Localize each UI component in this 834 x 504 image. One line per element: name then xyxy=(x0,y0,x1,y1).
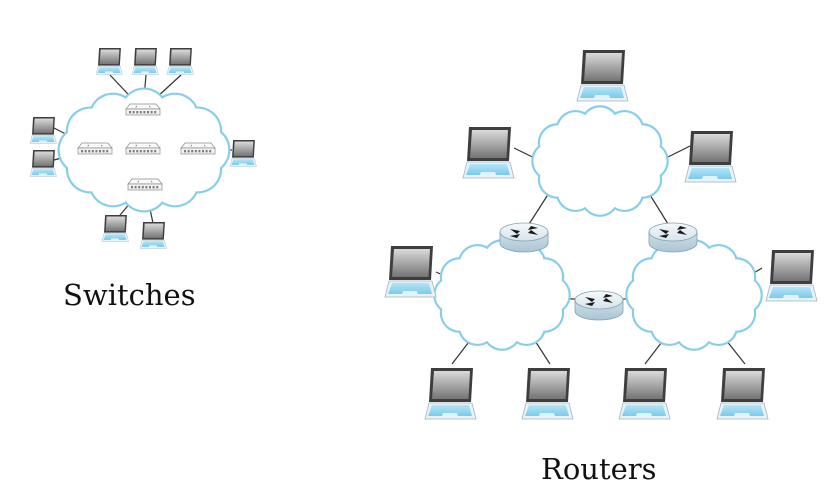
cloud-icon xyxy=(531,105,669,217)
laptop-icon xyxy=(684,131,737,183)
laptop-icon xyxy=(131,48,159,75)
laptop-icon xyxy=(765,250,818,302)
switches-caption: Switches xyxy=(63,278,196,312)
laptop-icon xyxy=(618,368,671,420)
switch-icon xyxy=(125,103,161,116)
laptop-icon xyxy=(139,222,167,249)
laptop-icon xyxy=(521,368,574,420)
router-icon xyxy=(499,222,549,253)
laptop-icon xyxy=(29,150,57,177)
laptop-icon xyxy=(229,140,257,167)
routers-caption: Routers xyxy=(541,452,657,486)
router-icon xyxy=(648,222,698,253)
laptop-icon xyxy=(166,48,194,75)
cloud-icon xyxy=(625,239,763,351)
laptop-icon xyxy=(29,117,57,144)
laptop-icon xyxy=(95,48,123,75)
laptop-icon xyxy=(716,368,769,420)
laptop-icon xyxy=(576,50,629,102)
laptop-icon xyxy=(101,215,129,242)
switch-icon xyxy=(77,142,113,155)
switch-icon xyxy=(125,142,161,155)
laptop-icon xyxy=(424,368,477,420)
devices-switches xyxy=(29,48,257,249)
switch-icon xyxy=(127,178,163,191)
cloud-icon xyxy=(433,239,571,351)
laptop-icon xyxy=(462,127,515,179)
devices-routers xyxy=(384,50,818,420)
laptop-icon xyxy=(384,246,437,298)
switch-icon xyxy=(180,142,216,155)
router-icon xyxy=(574,290,624,321)
clouds-routers xyxy=(433,105,763,351)
